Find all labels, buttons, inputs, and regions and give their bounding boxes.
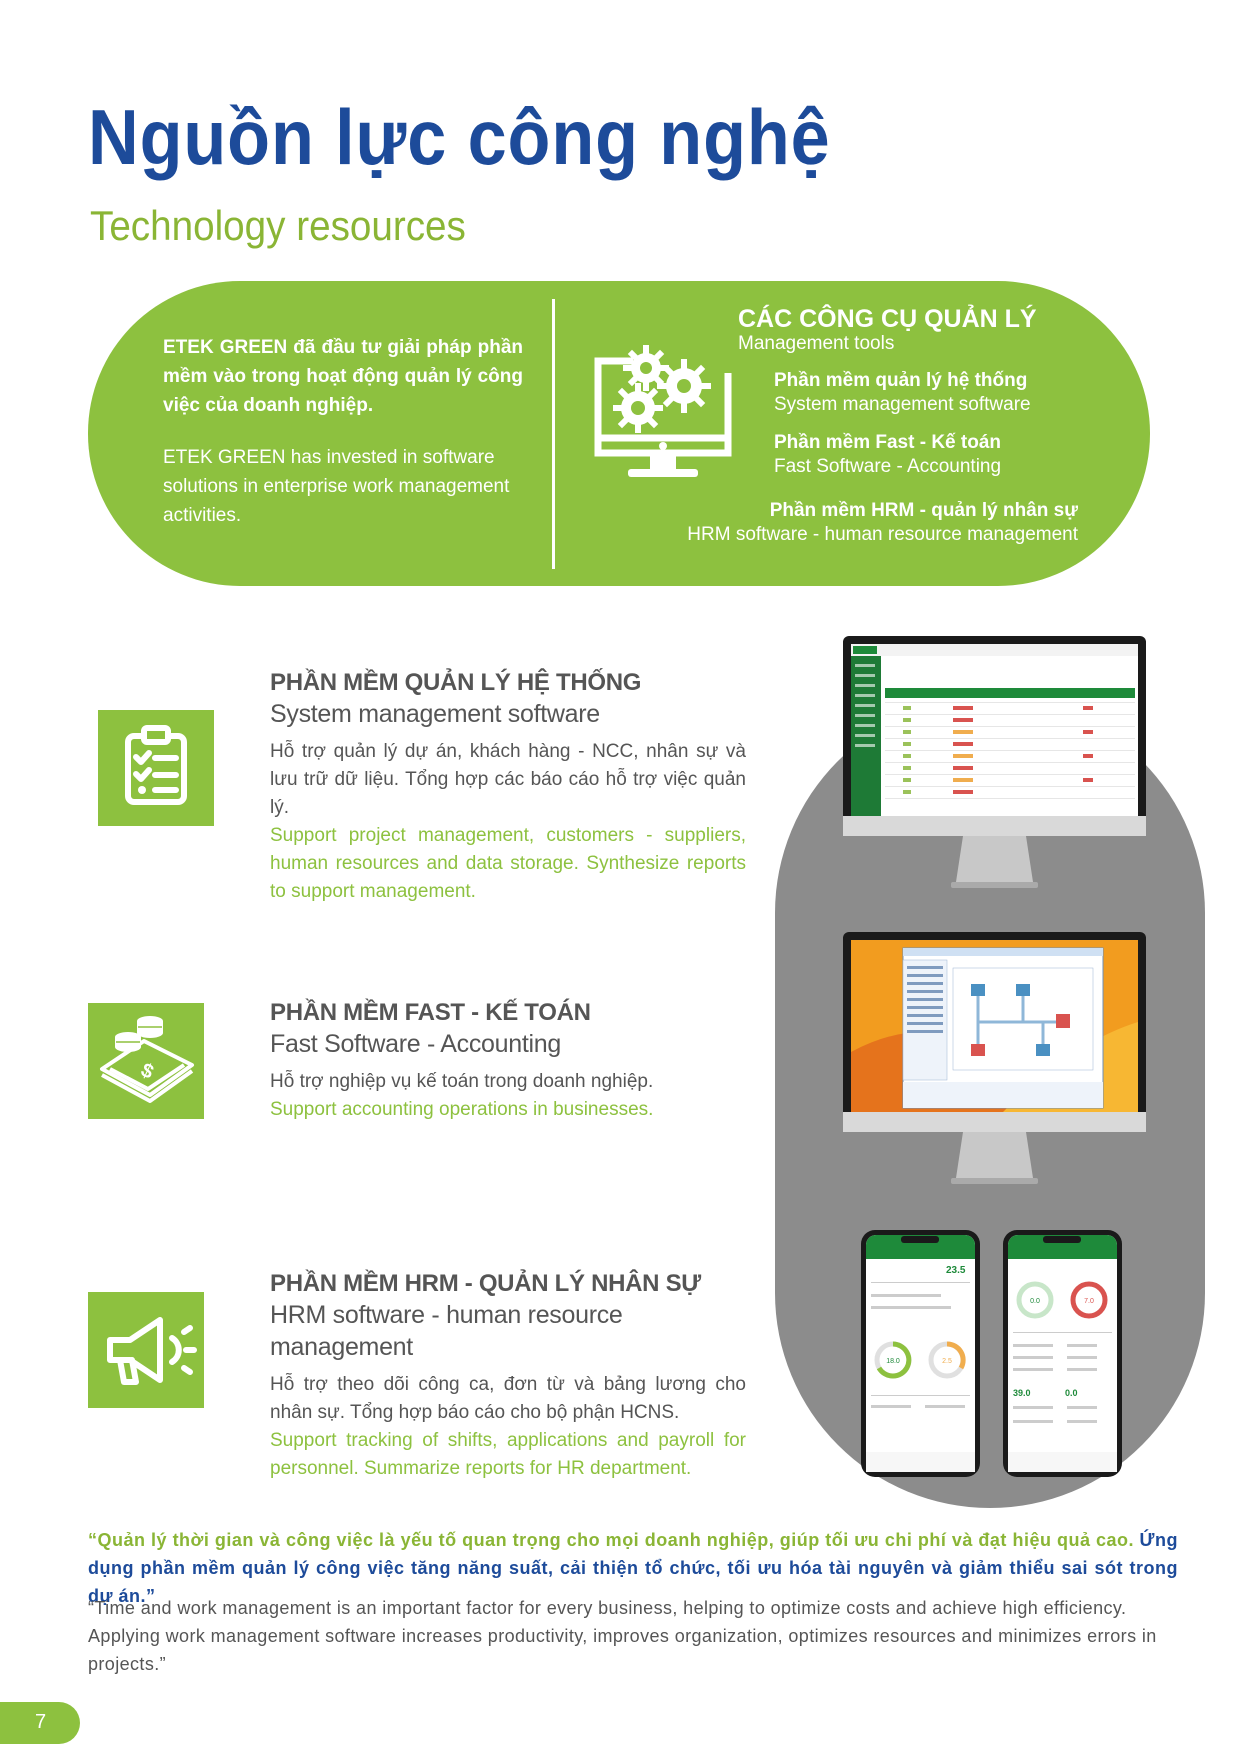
section-heading: PHẦN MỀM HRM - QUẢN LÝ NHÂN SỰ — [270, 1270, 701, 1297]
megaphone-icon — [88, 1292, 204, 1408]
section-subheading: System management software — [270, 700, 600, 728]
section-desc-en: Support project management, customers - … — [270, 825, 746, 902]
section-heading: PHẦN MỀM FAST - KẾ TOÁN — [270, 999, 591, 1026]
tools-subtitle: Management tools — [738, 333, 895, 354]
page-subtitle: Technology resources — [90, 202, 466, 249]
phone-hrm-app: 23.5 18.0 2.5 — [861, 1230, 980, 1477]
intro-text-en: ETEK GREEN has invested in software solu… — [163, 447, 510, 526]
section-desc-vi: Hỗ trợ quản lý dự án, khách hàng - NCC, … — [270, 741, 746, 818]
software-section: PHẦN MỀM QUẢN LÝ HỆ THỐNG System managem… — [270, 668, 746, 906]
page-number: 7 — [35, 1711, 47, 1733]
phone-metric: 23.5 — [946, 1265, 966, 1276]
intro-text-vi: ETEK GREEN đã đầu tư giải pháp phần mềm … — [163, 337, 523, 416]
section-subheading: HRM software - human resource management — [270, 1301, 623, 1361]
phone-gauge: 7.0 — [1084, 1298, 1094, 1305]
section-desc-en: Support accounting operations in busines… — [270, 1099, 654, 1120]
imac-accounting-software — [843, 932, 1146, 1184]
quote-vietnamese: “Quản lý thời gian và công việc là yếu t… — [88, 1530, 1178, 1606]
page-number-tab: 7 — [0, 1702, 80, 1744]
section-desc-vi: Hỗ trợ nghiệp vụ kế toán trong doanh ngh… — [270, 1071, 654, 1092]
software-section: PHẦN MỀM HRM - QUẢN LÝ NHÂN SỰ HRM softw… — [270, 1269, 746, 1483]
phone-gauge: 2.5 — [942, 1358, 952, 1365]
page-title: Nguồn lực công nghệ — [88, 93, 831, 181]
section-heading: PHẦN MỀM QUẢN LÝ HỆ THỐNG — [270, 669, 642, 696]
section-desc-en: Support tracking of shifts, applications… — [270, 1430, 746, 1479]
tools-title: CÁC CÔNG CỤ QUẢN LÝ — [738, 305, 1037, 333]
phone-gauge: 0.0 — [1030, 1298, 1040, 1305]
tool-item: Phần mềm Fast - Kế toán Fast Software - … — [774, 432, 1002, 477]
tool-item: Phần mềm quản lý hệ thống System managem… — [774, 370, 1031, 415]
section-subheading: Fast Software - Accounting — [270, 1030, 561, 1058]
tool-item: Phần mềm HRM - quản lý nhân sự HRM softw… — [687, 500, 1078, 545]
quote-english: “Time and work management is an importan… — [88, 1598, 1157, 1674]
monitor-gears-icon — [594, 345, 732, 477]
phone-gauge: 18.0 — [886, 1358, 900, 1365]
phone-metric: 0.0 — [1065, 1388, 1078, 1398]
imac-system-software — [843, 636, 1146, 888]
management-tools-banner: ETEK GREEN đã đầu tư giải pháp phần mềm … — [88, 281, 1150, 586]
banner-divider — [552, 299, 555, 569]
software-section: PHẦN MỀM FAST - KẾ TOÁN Fast Software - … — [270, 998, 746, 1124]
section-desc-vi: Hỗ trợ theo dõi công ca, đơn từ và bảng … — [270, 1374, 746, 1423]
coins-dollar-icon: $ — [88, 1003, 204, 1119]
clipboard-checklist-icon — [98, 710, 214, 826]
phone-hrm-app: 0.0 7.0 39.0 0.0 — [1003, 1230, 1122, 1477]
phone-metric: 39.0 — [1013, 1388, 1031, 1398]
svg-text:$: $ — [137, 1059, 156, 1084]
